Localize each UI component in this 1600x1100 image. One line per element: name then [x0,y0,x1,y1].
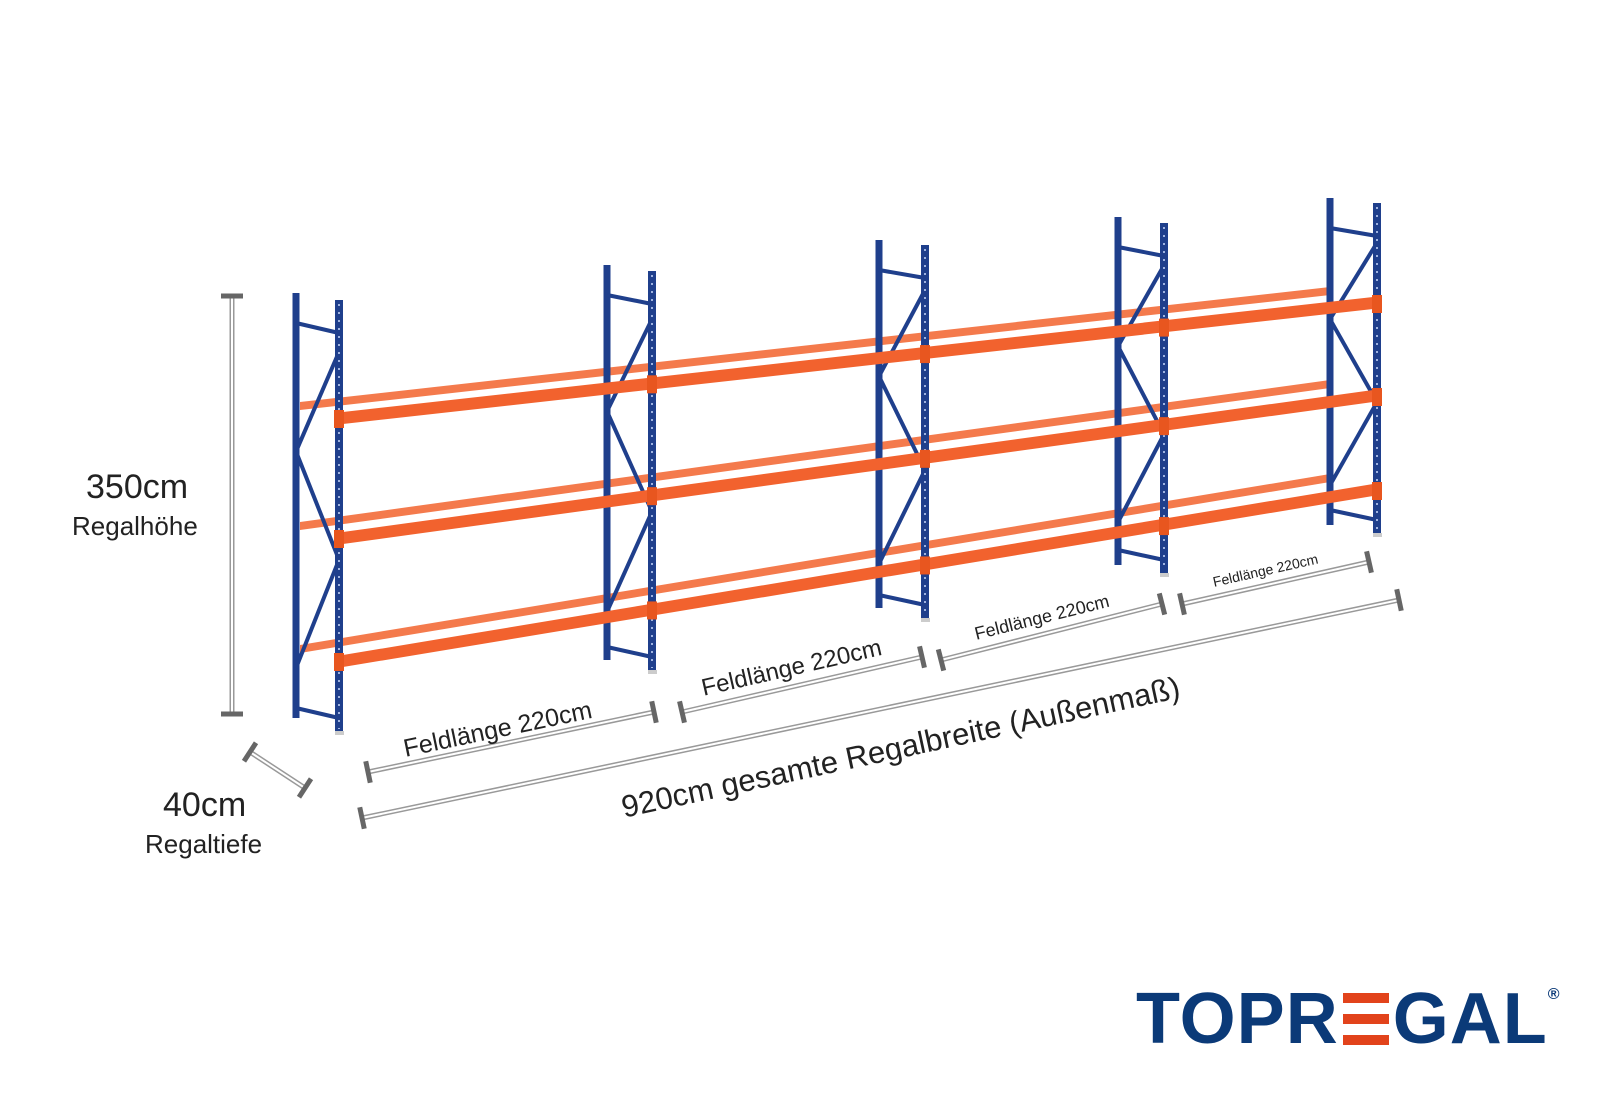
horizontal-brace [1117,548,1165,562]
diagonal-brace [294,559,341,669]
diagonal-brace [294,351,341,453]
front-beam [343,484,1373,667]
beam-connector [647,601,657,620]
logo-e-stripes-icon [1342,993,1389,1045]
horizontal-brace [1117,245,1165,258]
beam-connector [334,653,344,671]
back-beam [300,287,1330,410]
front-beam [343,297,1373,424]
front-beam [343,390,1373,544]
beam-connector [647,487,657,506]
beam-connector [1372,482,1382,500]
total-width-dimension-line-end-cap [1394,588,1404,612]
diagonal-brace [1328,401,1379,487]
horizontal-brace [295,706,340,720]
field-dimension-line-3-end-cap [935,648,947,672]
beam-connector [920,449,930,468]
horizontal-brace [1329,508,1378,522]
height-label: Regalhöhe [72,511,198,541]
horizontal-brace [878,593,926,607]
foot-plate [921,618,930,622]
beam-connector [1159,318,1169,337]
diagonal-brace [605,318,654,413]
depth-dimension-line-end-cap [241,741,259,763]
beam-connector [1372,388,1382,406]
beam-connector [920,345,930,364]
beam-connector [1372,295,1382,313]
back-beam [300,380,1330,530]
beam-connector [1159,517,1169,536]
depth-label: Regaltiefe [145,829,263,859]
depth-dimension-line-inner [249,751,306,789]
field-dimension-line-4-end-cap [1177,592,1187,616]
logo-text-left: TOPR [1136,979,1339,1059]
beam-connector [647,375,657,394]
beam-connector [920,556,930,575]
field-dimension-line-2-inner [681,656,923,713]
logo-text-right: GAL [1392,979,1548,1059]
diagonal-brace [1328,318,1379,404]
foot-plate [335,731,344,735]
field-dimension-line-1-end-cap [363,760,373,784]
beam-connector [1159,417,1169,436]
field-dimension-line-2-end-cap [677,700,687,724]
beam-connector [334,530,344,548]
depth-dimension-line-end-cap [296,777,314,799]
beam-connector [334,410,344,428]
field-dimension-line-4-end-cap [1364,550,1374,574]
field-dimension-line-2-end-cap [917,645,927,669]
depth-value: 40cm [163,786,247,824]
diagonal-brace [605,510,654,613]
foot-plate [1160,573,1169,577]
height-value: 350cm [86,468,189,506]
horizontal-brace [878,268,926,280]
total-width-dimension-line-end-cap [357,806,367,830]
diagonal-brace [877,469,927,565]
horizontal-brace [1329,226,1378,238]
diagonal-brace [1116,433,1166,524]
back-beam [300,474,1330,653]
field-dimension-line-4-inner [1181,561,1370,605]
foot-plate [648,670,657,674]
horizontal-brace [295,321,340,335]
foot-plate [1373,533,1382,537]
diagonal-brace [1116,345,1166,436]
field-dimension-line-1-end-cap [649,700,659,724]
diagonal-brace [294,450,341,561]
field-dimension-line-3-end-cap [1156,592,1168,616]
total-width-dimension-line-inner [361,599,1400,819]
horizontal-brace [606,293,653,306]
horizontal-brace [606,645,653,659]
field-dimension-line-1-inner [367,711,655,773]
topregal-logo: TOPR GAL ® [1136,978,1560,1060]
field-dimension-line-3-inner [940,603,1163,661]
registered-mark: ® [1547,986,1561,1003]
